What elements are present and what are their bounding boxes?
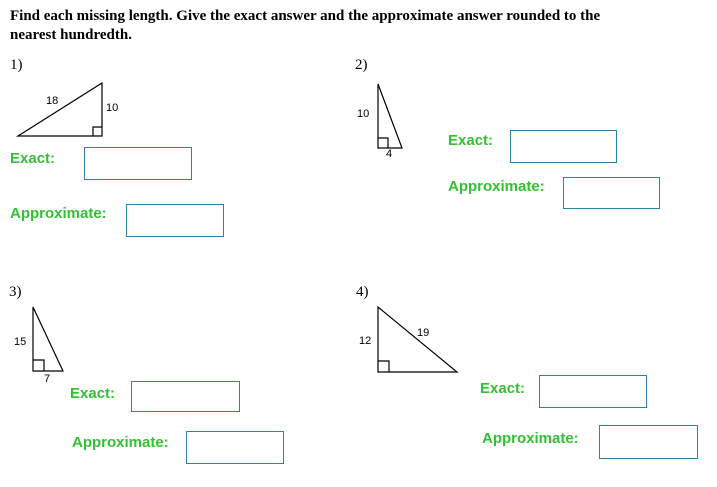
problem-1-triangle-figure [15, 81, 103, 137]
triangle-outline [377, 305, 459, 373]
right-angle-marker [33, 359, 45, 371]
problem-1-exact-label: Exact: [10, 150, 56, 167]
problem-3-exact-label: Exact: [70, 385, 116, 402]
problem-2-approximate-label: Approximate: [448, 178, 545, 195]
problem-1-approximate-answer-box[interactable] [126, 204, 224, 237]
problem-1-approximate-label: Approximate: [10, 205, 107, 222]
problem-3-approximate-label: Approximate: [72, 434, 169, 451]
problem-4-number: 4) [356, 284, 369, 300]
right-angle-marker [92, 126, 102, 136]
problem-3-approximate-answer-box[interactable] [186, 431, 284, 464]
problem-4-leg-label: 12 [359, 335, 372, 347]
problem-1-number: 1) [10, 57, 23, 73]
triangle-outline [377, 83, 403, 149]
problem-1-leg-label: 10 [106, 102, 119, 114]
problem-3-exact-answer-box[interactable] [131, 381, 240, 412]
triangle-outline [32, 306, 64, 372]
problem-2-exact-answer-box[interactable] [510, 130, 617, 163]
problem-3-number: 3) [9, 284, 22, 300]
problem-4-approximate-label: Approximate: [482, 430, 579, 447]
problem-2-exact-label: Exact: [448, 132, 494, 149]
problem-2-approximate-answer-box[interactable] [563, 177, 660, 209]
instructions-line-2: nearest hundredth. [10, 27, 132, 43]
triangle-outline [15, 81, 103, 137]
instructions-line-1: Find each missing length. Give the exact… [10, 8, 601, 24]
problem-3-base-label: 7 [44, 373, 51, 385]
problem-2-base-label: 4 [386, 148, 393, 160]
problem-1-exact-answer-box[interactable] [84, 147, 192, 180]
problem-4-hypotenuse-label: 19 [417, 327, 430, 339]
problem-2-number: 2) [355, 57, 368, 73]
problem-4-exact-answer-box[interactable] [539, 375, 647, 408]
problem-4-exact-label: Exact: [480, 380, 526, 397]
problem-3-leg-label: 15 [14, 336, 27, 348]
problem-4-triangle-figure [377, 305, 459, 373]
problem-2-triangle-figure [377, 83, 403, 149]
problem-2-leg-label: 10 [357, 108, 370, 120]
right-angle-marker [378, 137, 389, 148]
problem-3-triangle-figure [32, 306, 64, 372]
worksheet-instructions: Find each missing length. Give the exact… [10, 7, 678, 45]
right-angle-marker [378, 360, 390, 372]
problem-1-hypotenuse-label: 18 [46, 95, 59, 107]
problem-4-approximate-answer-box[interactable] [599, 425, 698, 459]
